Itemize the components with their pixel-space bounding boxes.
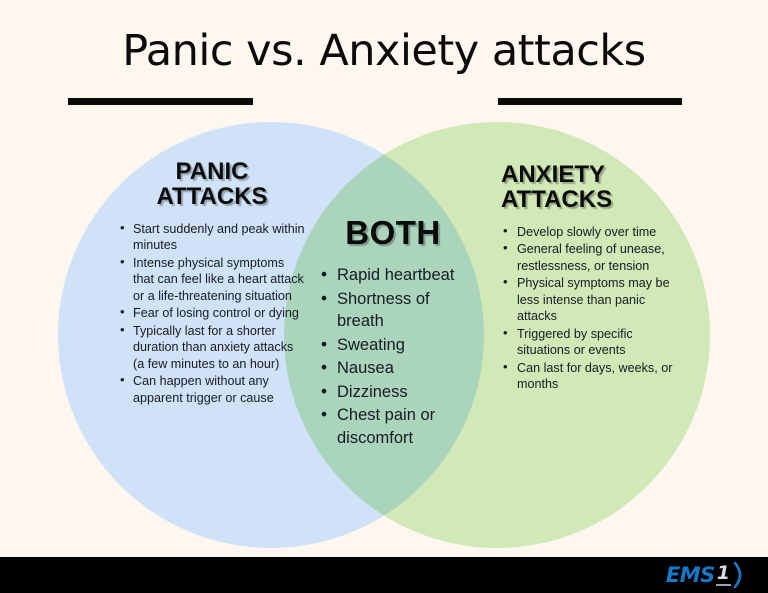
- ems1-logo-number: 1: [715, 562, 731, 586]
- ems1-logo: EMS 1: [666, 562, 746, 588]
- panel-panic-attacks: PANIC ATTACKS Start suddenly and peak wi…: [119, 158, 305, 407]
- list-item: Nausea: [318, 356, 468, 380]
- list-item: Rapid heartbeat: [318, 263, 468, 287]
- list-item: Start suddenly and peak within minutes: [119, 220, 305, 254]
- panel-anxiety-attacks: ANXIETY ATTACKS Develop slowly over time…: [501, 161, 677, 394]
- panic-bullet-list: Start suddenly and peak within minutes I…: [119, 220, 305, 407]
- panel-both-heading: BOTH: [345, 214, 441, 251]
- list-item: Can last for days, weeks, or months: [501, 359, 677, 393]
- footer-bar: EMS 1: [0, 557, 768, 593]
- panel-anxiety-heading-line1: ANXIETY: [501, 161, 606, 188]
- list-item: Fear of losing control or dying: [119, 304, 305, 322]
- panel-panic-heading-line1: PANIC: [175, 158, 249, 185]
- list-item: General feeling of unease, restlessness,…: [501, 240, 677, 274]
- panel-panic-heading-line2: ATTACKS: [156, 182, 268, 210]
- page-title: Panic vs. Anxiety attacks: [122, 26, 646, 76]
- list-item: Physical symptoms may be less intense th…: [501, 274, 677, 325]
- ems1-logo-arc-icon: [733, 562, 742, 588]
- list-item: Can happen without any apparent trigger …: [119, 372, 305, 406]
- panel-panic-heading: PANIC ATTACKS: [119, 158, 305, 210]
- list-item: Triggered by specific situations or even…: [501, 325, 677, 359]
- list-item: Sweating: [318, 333, 468, 357]
- anxiety-bullet-list: Develop slowly over time General feeling…: [501, 223, 677, 393]
- list-item: Typically last for a shorter duration th…: [119, 322, 305, 373]
- panel-anxiety-heading-line2: ATTACKS: [501, 185, 613, 213]
- both-bullet-list: Rapid heartbeat Shortness of breath Swea…: [318, 263, 468, 449]
- panel-anxiety-heading: ANXIETY ATTACKS: [501, 161, 677, 213]
- list-item: Develop slowly over time: [501, 223, 677, 241]
- title-rule-right: [498, 98, 682, 105]
- list-item: Intense physical symptoms that can feel …: [119, 254, 305, 305]
- title-rule-left: [68, 98, 253, 105]
- list-item: Chest pain or discomfort: [318, 403, 468, 449]
- panel-both: BOTH Rapid heartbeat Shortness of breath…: [318, 214, 468, 450]
- list-item: Shortness of breath: [318, 287, 468, 333]
- list-item: Dizziness: [318, 380, 468, 404]
- ems1-logo-brand: EMS: [665, 563, 715, 587]
